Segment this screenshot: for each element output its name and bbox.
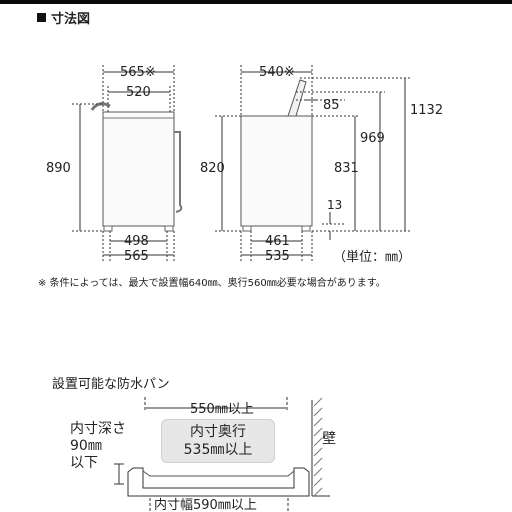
front-width-top-label: 565※ [120,65,156,80]
side-open-height-label: 969 [360,131,385,146]
side-inlet-height-label: 831 [334,161,359,176]
pan-inner-depth-box: 内寸奥行 535㎜以上 [161,419,275,463]
side-lid-label: 85 [323,98,340,113]
square-bullet-icon [37,12,46,22]
front-height-label: 890 [46,161,71,176]
side-depth-top-label: 540※ [259,65,295,80]
pan-title: 設置可能な防水パン [52,377,170,392]
pan-width-top-label: 550㎜以上 [190,402,254,417]
pan-depth-line2: 90㎜ [70,438,102,454]
side-bottom-depth-label: 535 [265,249,290,264]
unit-label: （単位：㎜） [333,250,412,265]
pan-inner-depth-line1: 内寸奥行 [190,424,246,440]
front-bottom-width-label: 565 [124,249,149,264]
side-inner-depth-label: 461 [265,234,290,249]
side-total-height-label: 1132 [410,103,443,118]
side-body [240,115,313,227]
front-inner-width-label: 498 [124,234,149,249]
pan-depth-line1: 内寸深さ [70,421,126,437]
pan-depth-label: 内寸深さ 90㎜ 以下 [70,421,126,472]
side-foot-label: 13 [327,198,342,212]
footnote: ※ 条件によっては、最大で設置幅640㎜、奥行560㎜必要な場合があります。 [38,278,386,289]
pan-inner-depth-line2: 535㎜以上 [183,442,253,458]
side-body-height-label: 820 [200,161,225,176]
top-bar [0,0,512,4]
pan-inner-width-label: 内寸幅590㎜以上 [154,497,257,512]
wall-hatch [313,397,323,497]
front-body [102,111,175,227]
wall-label: 壁 [322,431,336,447]
front-width-body-label: 520 [126,85,151,100]
pan-depth-line3: 以下 [70,455,98,471]
section-title: 寸法図 [37,6,90,28]
section-title-text: 寸法図 [51,11,91,27]
